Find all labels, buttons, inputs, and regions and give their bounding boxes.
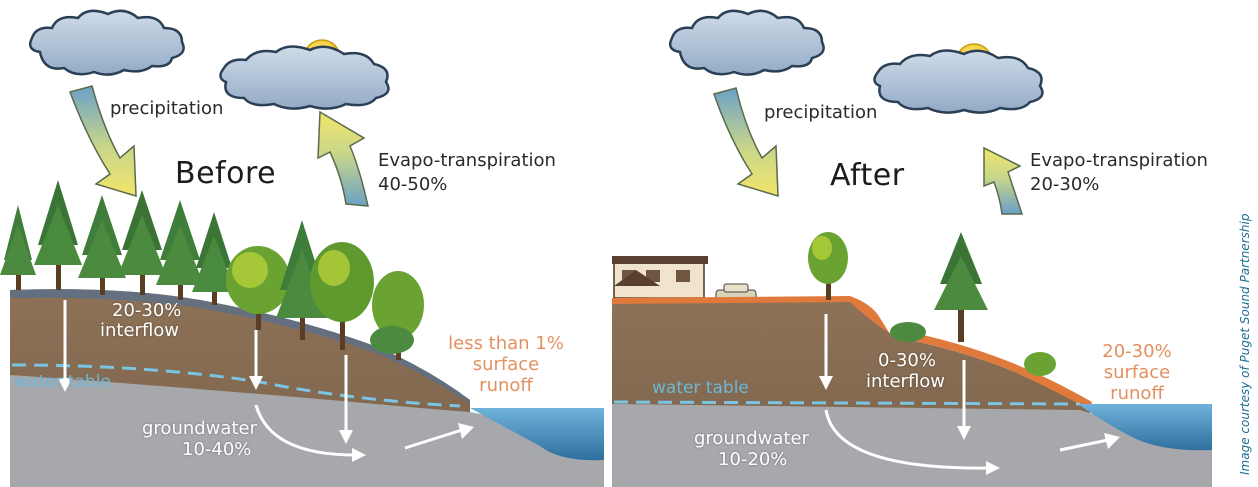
forest-trees	[0, 180, 424, 360]
before-et-label: Evapo-transpiration	[378, 150, 556, 171]
after-et-value: 20-30%	[1030, 174, 1100, 195]
house-icon	[612, 256, 708, 299]
after-precipitation-label: precipitation	[764, 102, 878, 123]
before-groundwater-label: groundwater	[142, 418, 257, 439]
after-runoff-label: runoff	[1110, 383, 1164, 404]
after-title: After	[830, 158, 905, 193]
after-water-table-line	[613, 400, 1081, 406]
after-panel	[612, 9, 1212, 487]
before-title: Before	[175, 156, 277, 191]
after-lake	[1078, 404, 1212, 451]
before-et-value: 40-50%	[378, 174, 448, 195]
before-interflow-value: 20-30%	[112, 300, 182, 321]
after-runoff-value: 20-30%	[1102, 341, 1172, 362]
cloud-icon	[219, 45, 390, 110]
after-et-label: Evapo-transpiration	[1030, 150, 1208, 171]
before-precipitation-label: precipitation	[110, 98, 224, 119]
after-groundwater	[612, 404, 1212, 487]
after-interflow-label: interflow	[866, 371, 946, 392]
before-runoff-value: less than 1%	[448, 333, 564, 354]
before-panel	[0, 9, 604, 487]
evapotranspiration-arrow	[317, 110, 369, 207]
before-runoff-surface: surface	[472, 354, 540, 375]
before-interflow-label: interflow	[100, 320, 180, 341]
evapotranspiration-arrow	[983, 146, 1024, 215]
precipitation-arrow	[713, 87, 779, 198]
after-groundwater-value: 10-20%	[718, 449, 788, 470]
after-water-table-label: water table	[652, 378, 749, 398]
cloud-icon	[29, 9, 185, 76]
before-flow-arrows	[58, 300, 474, 462]
before-runoff-label: runoff	[479, 375, 533, 396]
after-runoff-surface: surface	[1103, 362, 1171, 383]
before-lake	[470, 408, 604, 461]
precipitation-arrow	[69, 85, 137, 198]
before-groundwater	[10, 375, 604, 487]
after-flow-arrows	[819, 314, 1120, 475]
cloud-icon	[873, 49, 1044, 114]
before-groundwater-value: 10-40%	[182, 439, 252, 460]
car-icon	[715, 283, 757, 301]
cloud-icon	[669, 9, 825, 76]
before-water-table-label: water table	[14, 372, 111, 392]
suburban-trees	[808, 232, 1056, 376]
after-groundwater-label: groundwater	[694, 428, 809, 449]
after-interflow-value: 0-30%	[878, 350, 936, 371]
image-credit: Image courtesy of Puget Sound Partnershi…	[1238, 213, 1252, 475]
